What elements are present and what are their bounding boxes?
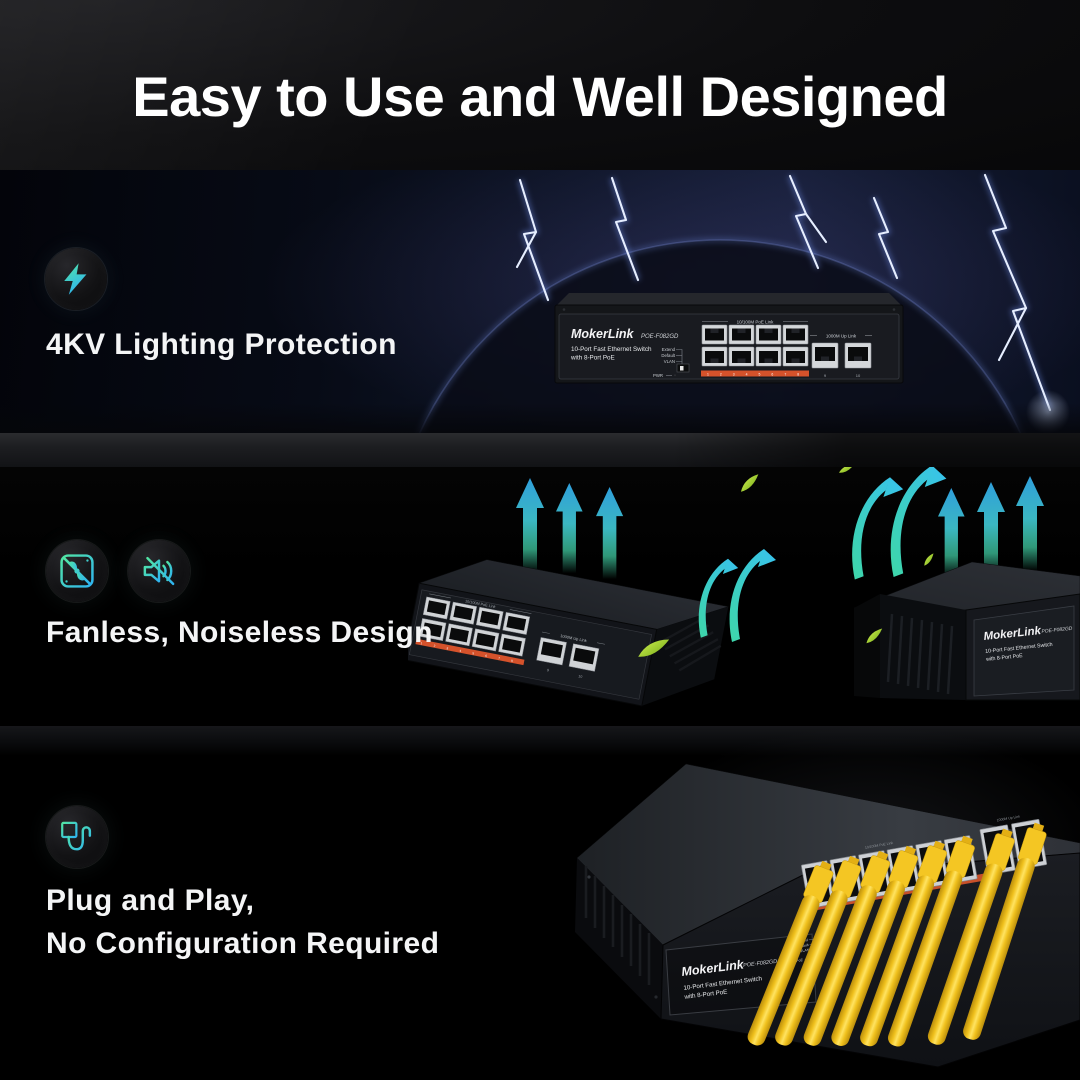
- poe-port-grid: [418, 596, 531, 657]
- dip-label-default: Default: [661, 353, 675, 358]
- feature-label-lightning: 4KV Lighting Protection: [46, 328, 397, 361]
- title-banner: [0, 0, 1080, 170]
- ethernet-cables: [747, 822, 1047, 1047]
- storm-lightning-graphic: [260, 170, 1080, 433]
- page-title: Easy to Use and Well Designed: [132, 65, 948, 128]
- uplink-bracket-label: 1000M Up Link: [996, 814, 1020, 822]
- lightning-bolt-icon: [45, 248, 107, 310]
- switch-model-text: POE-F082GD: [641, 334, 679, 340]
- pwr-label: PWR: [653, 373, 663, 378]
- switch-desc-line1: 10-Port Fast Ethernet Switch: [571, 346, 652, 353]
- uplink-port-pair: [811, 342, 872, 369]
- switch-desc-line2: with 8-Port PoE: [986, 653, 1024, 663]
- poe-port-number-strip: [415, 638, 525, 666]
- switch-brand-text: MokerLink: [571, 327, 635, 341]
- section-divider: [0, 433, 1080, 467]
- speaker-mute-icon: [128, 540, 190, 602]
- feature-label-plug-line1: Plug and Play,: [46, 884, 255, 917]
- uplink-port-pair: [536, 637, 600, 672]
- uplink-bracket-label: 1000M Up Link: [826, 333, 857, 338]
- switch-model-text: POE-F082GD: [1041, 626, 1073, 635]
- uplink-number-9: 9: [547, 668, 550, 672]
- poe-link-bracket-label: 10/100M PoE Link: [737, 319, 775, 324]
- poe-link-bracket-label: 10/100M PoE Link: [865, 841, 894, 850]
- dip-label-vlan: VLAN: [800, 948, 810, 953]
- dip-label-vlan: VLAN: [664, 359, 675, 364]
- feature-label-fanless: Fanless, Noiseless Design: [46, 616, 433, 649]
- poe-link-bracket-label: 10/100M PoE Link: [465, 599, 496, 609]
- uplink-number-10: 10: [578, 674, 583, 679]
- uplink-number-10: 10: [856, 373, 861, 378]
- poe-port-number-strip: [701, 370, 809, 377]
- port-strip-numbers: 12345678: [707, 372, 810, 376]
- switch-with-cables: MokerLink POE-F082GD 10-Port Fast Ethern…: [575, 763, 1080, 1068]
- switch-angled-left: 10/100M PoE Link 12345678 1000M Up Link: [408, 559, 729, 707]
- storm-bottom-fade: [0, 403, 1080, 433]
- poe-port-grid: [701, 324, 809, 367]
- uplink-number-9: 9: [824, 373, 827, 378]
- switch-angled-right: MokerLink POE-F082GD 10-Port Fast Ethern…: [853, 561, 1080, 701]
- dip-label-extend: Extend: [662, 347, 676, 352]
- switch-front-view: MokerLink POE-F082GD 10-Port Fast Ethern…: [554, 293, 904, 384]
- feature-label-plug-line2: No Configuration Required: [46, 927, 440, 960]
- section-divider: [0, 726, 1080, 756]
- fan-off-icon: [46, 540, 108, 602]
- switch-desc-line2: with 8-Port PoE: [570, 355, 615, 362]
- poe-label: PoE: [796, 958, 804, 963]
- switch-model-text: POE-F082GD: [743, 959, 778, 969]
- uplink-bracket-label: 1000M Up Link: [560, 633, 587, 643]
- ethernet-plug-icon: [46, 806, 108, 868]
